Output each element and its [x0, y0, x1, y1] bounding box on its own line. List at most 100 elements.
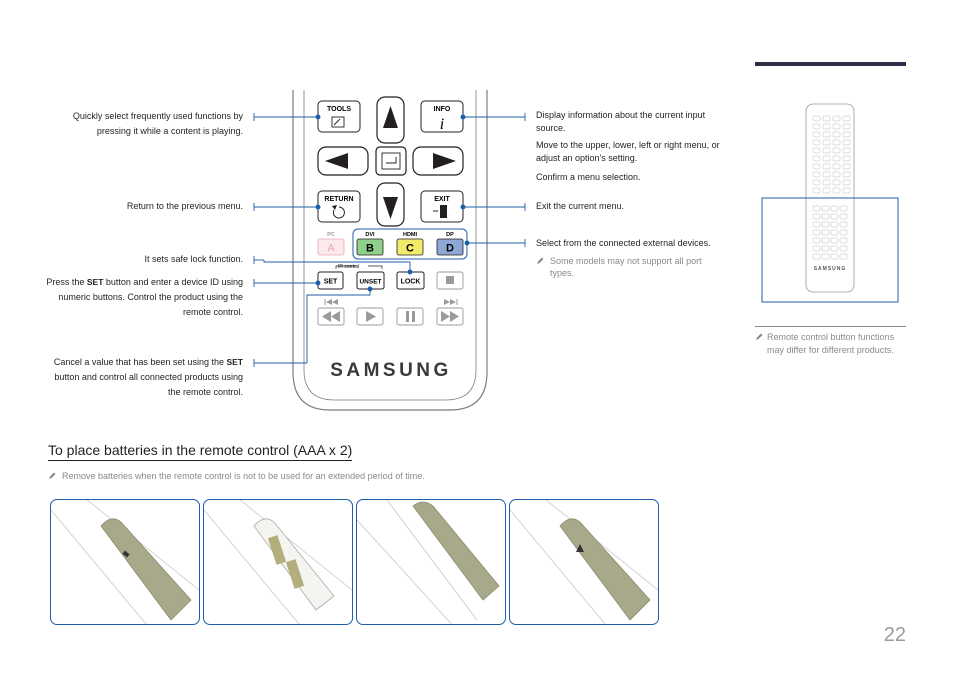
- skip-previous-icon: [324, 299, 338, 305]
- reference-remote: SAMSUNG: [761, 103, 899, 303]
- stop-button[interactable]: [436, 271, 464, 290]
- reference-remote-key: [830, 205, 839, 212]
- svg-text:TOOLS: TOOLS: [327, 106, 351, 113]
- reference-remote-key: [812, 213, 821, 220]
- rewind-icon: [322, 311, 331, 322]
- reference-remote-key: [812, 147, 821, 154]
- reference-remote-key: [842, 187, 851, 194]
- reference-highlight-box: [761, 197, 899, 303]
- info-icon: i: [440, 116, 444, 133]
- reference-remote-key: [832, 139, 841, 146]
- reference-remote-key: [812, 221, 821, 228]
- ir-control-label: IR control: [338, 264, 359, 270]
- header-rule: [755, 62, 906, 66]
- svg-text:LOCK: LOCK: [401, 279, 421, 286]
- reference-remote-key: [832, 131, 841, 138]
- dvi-label: DVI: [365, 232, 375, 238]
- down-arrow-icon: [383, 197, 398, 219]
- pc-label: PC: [327, 232, 335, 238]
- unset-button[interactable]: UNSET: [356, 271, 385, 290]
- reference-remote-key: [821, 253, 830, 260]
- svg-text:RETURN: RETURN: [324, 196, 353, 203]
- reference-remote-key: [842, 115, 851, 122]
- reference-remote-key: [842, 147, 851, 154]
- button-d[interactable]: D: [436, 238, 464, 256]
- pause-icon: [406, 311, 409, 322]
- reference-remote-key: [830, 245, 839, 252]
- reference-remote-key: [839, 237, 848, 244]
- down-arrow-button[interactable]: [376, 182, 405, 227]
- exit-button[interactable]: EXIT: [420, 190, 464, 223]
- pause-button[interactable]: [396, 307, 424, 326]
- callout-arrows: Move to the upper, lower, left or right …: [536, 140, 720, 163]
- leader-lines-right: [460, 113, 526, 247]
- reference-remote-key: [821, 245, 830, 252]
- reference-remote-key: [842, 155, 851, 162]
- reference-remote-key: [812, 171, 821, 178]
- left-arrow-button[interactable]: [317, 146, 369, 176]
- battery-step-4-image: [509, 499, 659, 625]
- enter-icon: [381, 152, 401, 170]
- reference-remote-key: [839, 245, 848, 252]
- reference-remote-key: [830, 229, 839, 236]
- reference-remote-key: [812, 245, 821, 252]
- set-button[interactable]: SET: [317, 271, 344, 290]
- section-note: Remove batteries when the remote control…: [48, 470, 648, 482]
- svg-text:UNSET: UNSET: [359, 279, 381, 286]
- tools-icon: [331, 116, 345, 128]
- samsung-logo: SAMSUNG: [330, 360, 452, 381]
- reference-remote-key: [839, 229, 848, 236]
- svg-text:C: C: [406, 243, 414, 255]
- svg-text:B: B: [366, 243, 374, 255]
- callout-return: Return to the previous menu.: [126, 201, 243, 211]
- right-arrow-button[interactable]: [412, 146, 464, 176]
- reference-remote-key: [822, 163, 831, 170]
- dp-label: DP: [446, 232, 454, 238]
- enter-button[interactable]: [375, 146, 407, 176]
- button-b[interactable]: B: [356, 238, 384, 256]
- reference-remote-key: [822, 115, 831, 122]
- rewind-button[interactable]: [317, 307, 345, 326]
- reference-remote-key: [832, 171, 841, 178]
- reference-remote-key: [812, 179, 821, 186]
- play-button[interactable]: [356, 307, 384, 326]
- reference-remote-key: [842, 123, 851, 130]
- up-arrow-button[interactable]: [376, 96, 405, 144]
- button-c[interactable]: C: [396, 238, 424, 256]
- callout-tools: Quickly select frequently used functions…: [72, 111, 243, 136]
- reference-remote-key: [812, 115, 821, 122]
- left-arrow-icon: [325, 153, 348, 169]
- reference-remote-key: [832, 155, 841, 162]
- fast-forward-button[interactable]: [436, 307, 464, 326]
- reference-remote-key: [822, 123, 831, 130]
- reference-remote-key: [812, 253, 821, 260]
- callout-lock: It sets safe lock function.: [144, 254, 243, 264]
- callout-enter: Confirm a menu selection.: [536, 172, 641, 182]
- pencil-icon: [756, 333, 763, 340]
- svg-text:EXIT: EXIT: [434, 196, 450, 203]
- right-arrow-icon: [433, 153, 456, 169]
- sources-note: Some models may not support all port typ…: [536, 255, 732, 279]
- reference-remote-key: [832, 163, 841, 170]
- reference-remote-key: [832, 187, 841, 194]
- button-a[interactable]: A: [317, 238, 345, 256]
- reference-remote-key: [822, 131, 831, 138]
- reference-remote-key: [812, 229, 821, 236]
- tools-button[interactable]: TOOLS: [317, 100, 361, 133]
- reference-remote-key: [842, 171, 851, 178]
- svg-text:D: D: [446, 243, 454, 255]
- reference-remote-key: [839, 253, 848, 260]
- reference-remote-key: [832, 123, 841, 130]
- reference-remote-key: [812, 131, 821, 138]
- info-button[interactable]: INFO i: [420, 100, 464, 133]
- reference-remote-key: [812, 139, 821, 146]
- lock-button[interactable]: LOCK: [396, 271, 425, 290]
- return-button[interactable]: RETURN: [317, 190, 361, 223]
- remote-body-inner: [303, 90, 477, 401]
- reference-remote-key: [822, 147, 831, 154]
- skip-next-icon: [444, 299, 458, 305]
- reference-remote-key: [822, 155, 831, 162]
- reference-remote-key: [830, 253, 839, 260]
- reference-remote-key: [830, 213, 839, 220]
